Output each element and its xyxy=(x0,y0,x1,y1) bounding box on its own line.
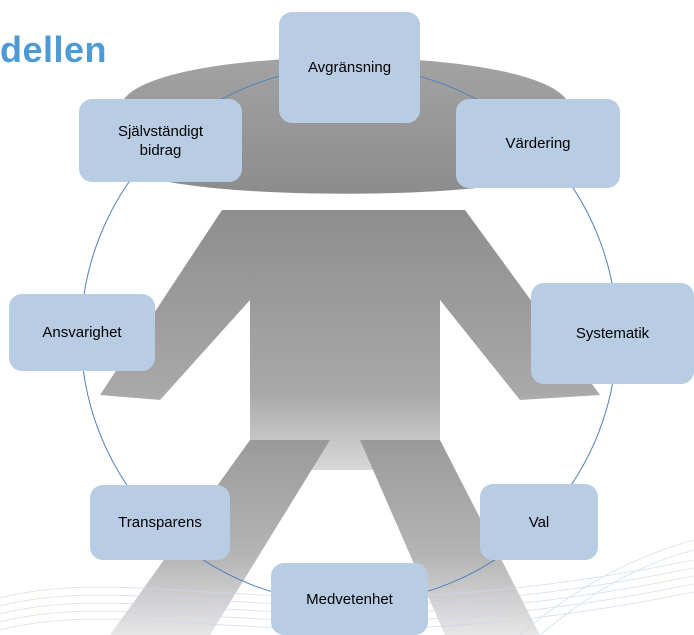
node-transparens: Transparens xyxy=(90,485,230,560)
node-label: Medvetenhet xyxy=(306,590,393,608)
node-medvetenhet: Medvetenhet xyxy=(271,563,428,635)
node-label: Avgränsning xyxy=(307,59,392,76)
node-label: Självständigt bidrag xyxy=(117,122,204,159)
decorative-wave-lines xyxy=(0,539,694,635)
node-label: Ansvarighet xyxy=(42,324,122,341)
node-avgransning: Avgränsning xyxy=(279,12,420,123)
silhouette-body xyxy=(100,210,600,470)
node-val: Val xyxy=(480,484,598,560)
node-sjalvstandigt-bidrag: Självständigt bidrag xyxy=(79,99,242,182)
node-label: Värdering xyxy=(505,135,571,152)
node-label: Val xyxy=(528,513,550,531)
node-systematik: Systematik xyxy=(531,283,694,384)
node-label: Systematik xyxy=(575,325,650,342)
node-label: Transparens xyxy=(118,514,202,531)
node-vardering: Värdering xyxy=(456,99,620,188)
silhouette-right-leg xyxy=(360,440,540,635)
slide-title: dellen xyxy=(0,29,108,70)
node-ansvarighet: Ansvarighet xyxy=(9,294,155,371)
